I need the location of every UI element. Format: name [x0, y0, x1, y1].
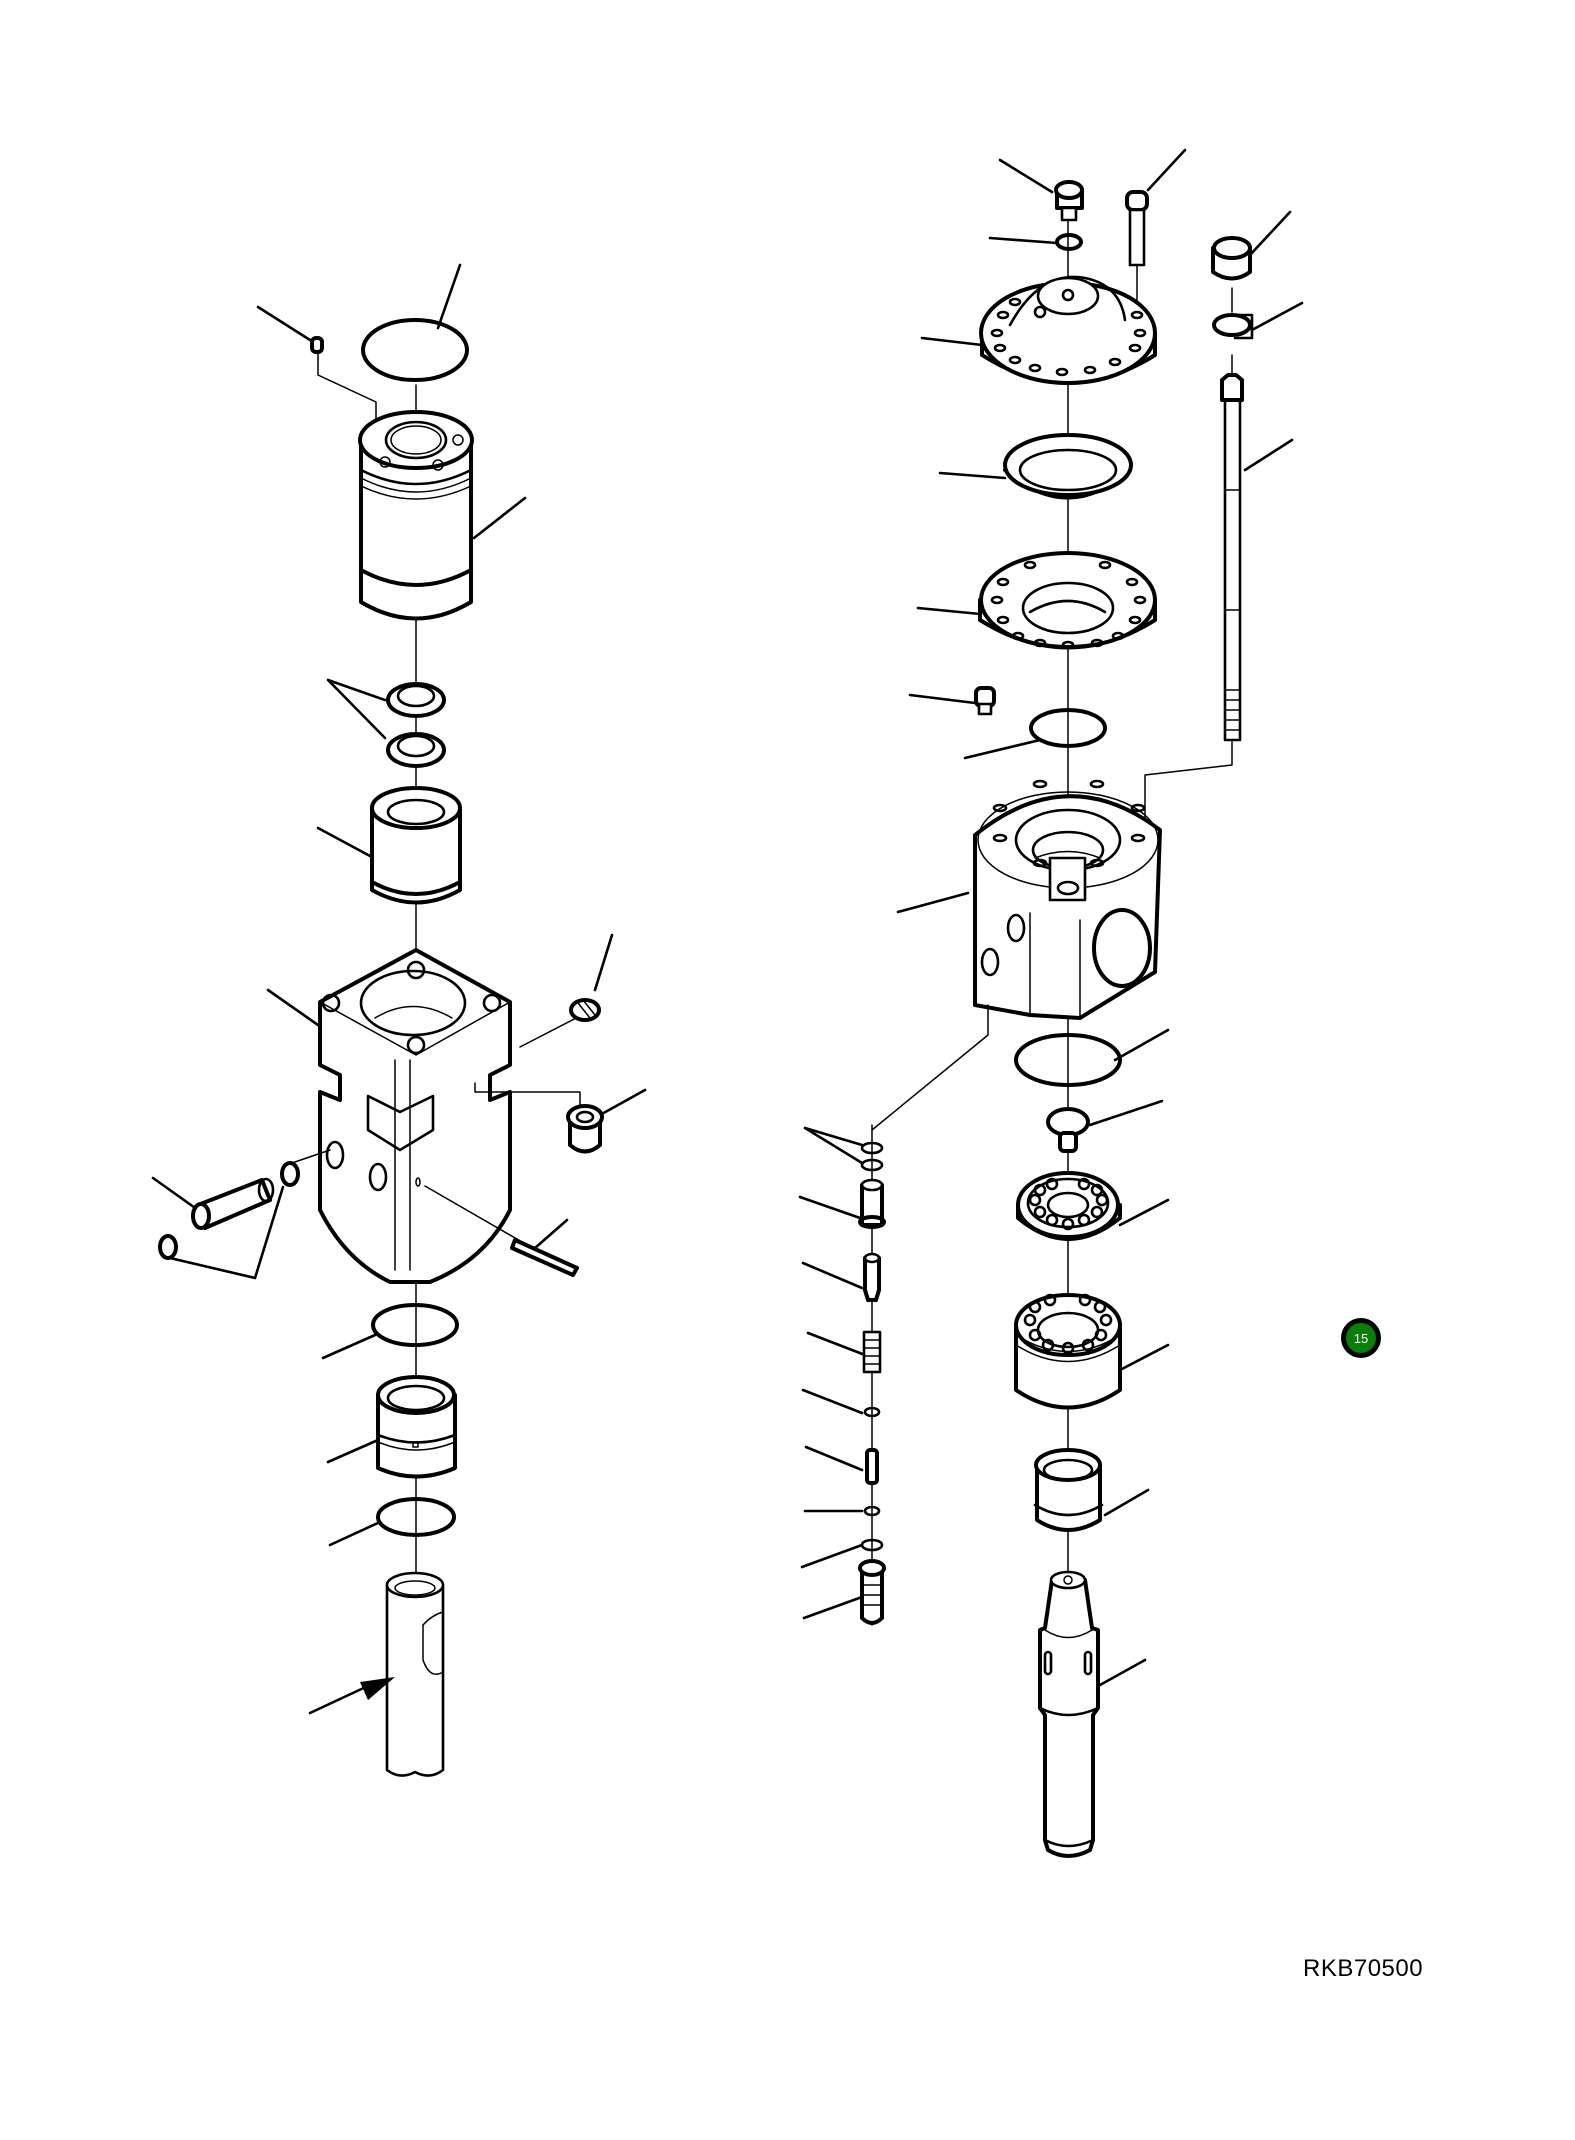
o-ring-large	[1014, 1028, 1170, 1087]
bearing-ring	[1016, 1171, 1170, 1241]
o-ring-lower	[328, 1497, 456, 1547]
cylinder-sleeve	[358, 410, 527, 621]
valve-poppet	[801, 1252, 881, 1302]
roll-pin	[424, 1185, 579, 1277]
plug-part	[256, 305, 377, 441]
callout-badge-15[interactable]: 15	[1341, 1318, 1381, 1358]
valve-seat	[798, 1178, 886, 1229]
spring	[806, 1330, 882, 1374]
bushing-lower	[326, 1375, 457, 1479]
valve-body-block	[266, 948, 512, 1284]
bearing-balls	[1028, 1177, 1109, 1231]
bolt-holes	[990, 297, 1147, 377]
piston-rod	[308, 1571, 445, 1777]
check-valve	[1046, 1099, 1164, 1153]
flange-bolt-holes	[990, 560, 1147, 650]
right-assembly	[896, 148, 1304, 1858]
grease-nipple	[519, 933, 614, 1048]
cap	[1211, 210, 1292, 281]
washer	[988, 233, 1083, 251]
o-rings-pair	[803, 1126, 884, 1172]
top-cover-flange	[920, 275, 1157, 385]
bushing	[1033, 1448, 1150, 1532]
valve-pin	[804, 1445, 879, 1485]
reference-code: RKB70500	[1303, 1955, 1424, 1982]
pin-with-o-rings	[151, 1149, 331, 1280]
tie-rod	[1144, 354, 1294, 826]
retainer-ring	[801, 1388, 881, 1418]
body-bolt-holes	[992, 779, 1146, 868]
o-ring-middle	[321, 1303, 459, 1360]
o-ring-top	[361, 263, 469, 382]
cylinder-holes	[1023, 1293, 1113, 1355]
bushing-upper	[316, 786, 462, 905]
valve-plug	[802, 1559, 886, 1625]
diaphragm	[938, 433, 1133, 500]
valve-stack	[798, 1004, 989, 1626]
left-assembly	[151, 263, 647, 1777]
plug-fitting	[474, 1082, 647, 1154]
socket-screw-long	[1125, 148, 1187, 316]
o-ring	[963, 708, 1107, 760]
front-head-body	[896, 779, 1162, 1020]
accumulator-cylinder	[1014, 1293, 1170, 1410]
thread-lines	[1224, 689, 1241, 731]
socket-screw-short	[998, 158, 1084, 222]
seal-rings	[326, 678, 446, 768]
valve-leader	[871, 1004, 989, 1131]
o-ring-small	[800, 1538, 884, 1569]
tool-chisel	[1038, 1570, 1147, 1858]
lock-washer	[1212, 287, 1304, 340]
flange-ring	[916, 551, 1157, 650]
set-screw	[908, 686, 996, 716]
callout-label: 15	[1353, 1330, 1369, 1346]
circlip	[803, 1505, 881, 1517]
